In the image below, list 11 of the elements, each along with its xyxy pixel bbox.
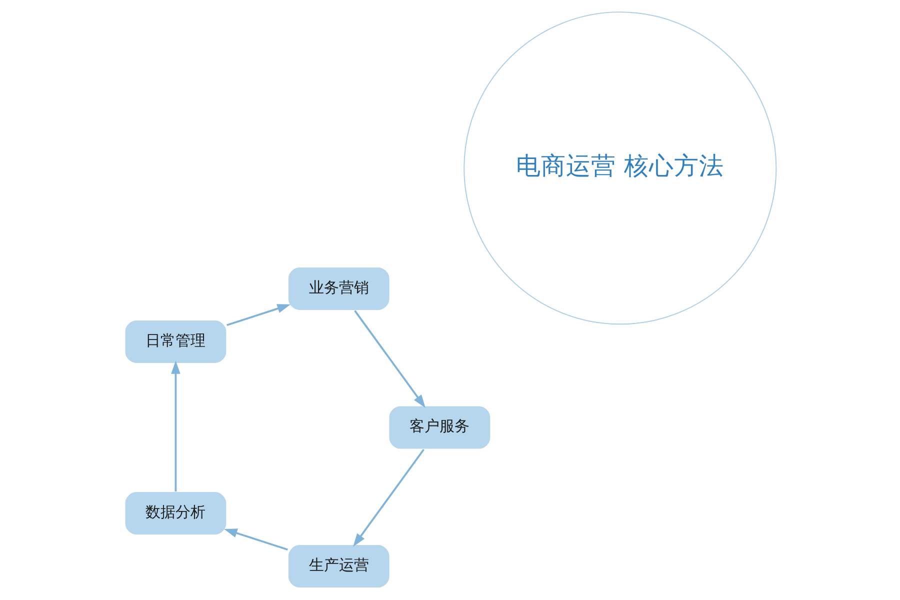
arrow <box>352 448 424 547</box>
node-box: 数据分析 <box>124 491 227 536</box>
arrow <box>170 360 180 492</box>
arrow <box>226 304 290 326</box>
arrow <box>354 310 425 408</box>
node-circle: 电商运营 核心方法 <box>463 12 776 325</box>
node-box: 业务营销 <box>286 266 390 311</box>
node-box: 日常管理 <box>124 320 227 364</box>
node-box: 生产运营 <box>286 544 390 588</box>
node-box: 客户服务 <box>388 405 491 450</box>
arrow <box>224 528 288 551</box>
